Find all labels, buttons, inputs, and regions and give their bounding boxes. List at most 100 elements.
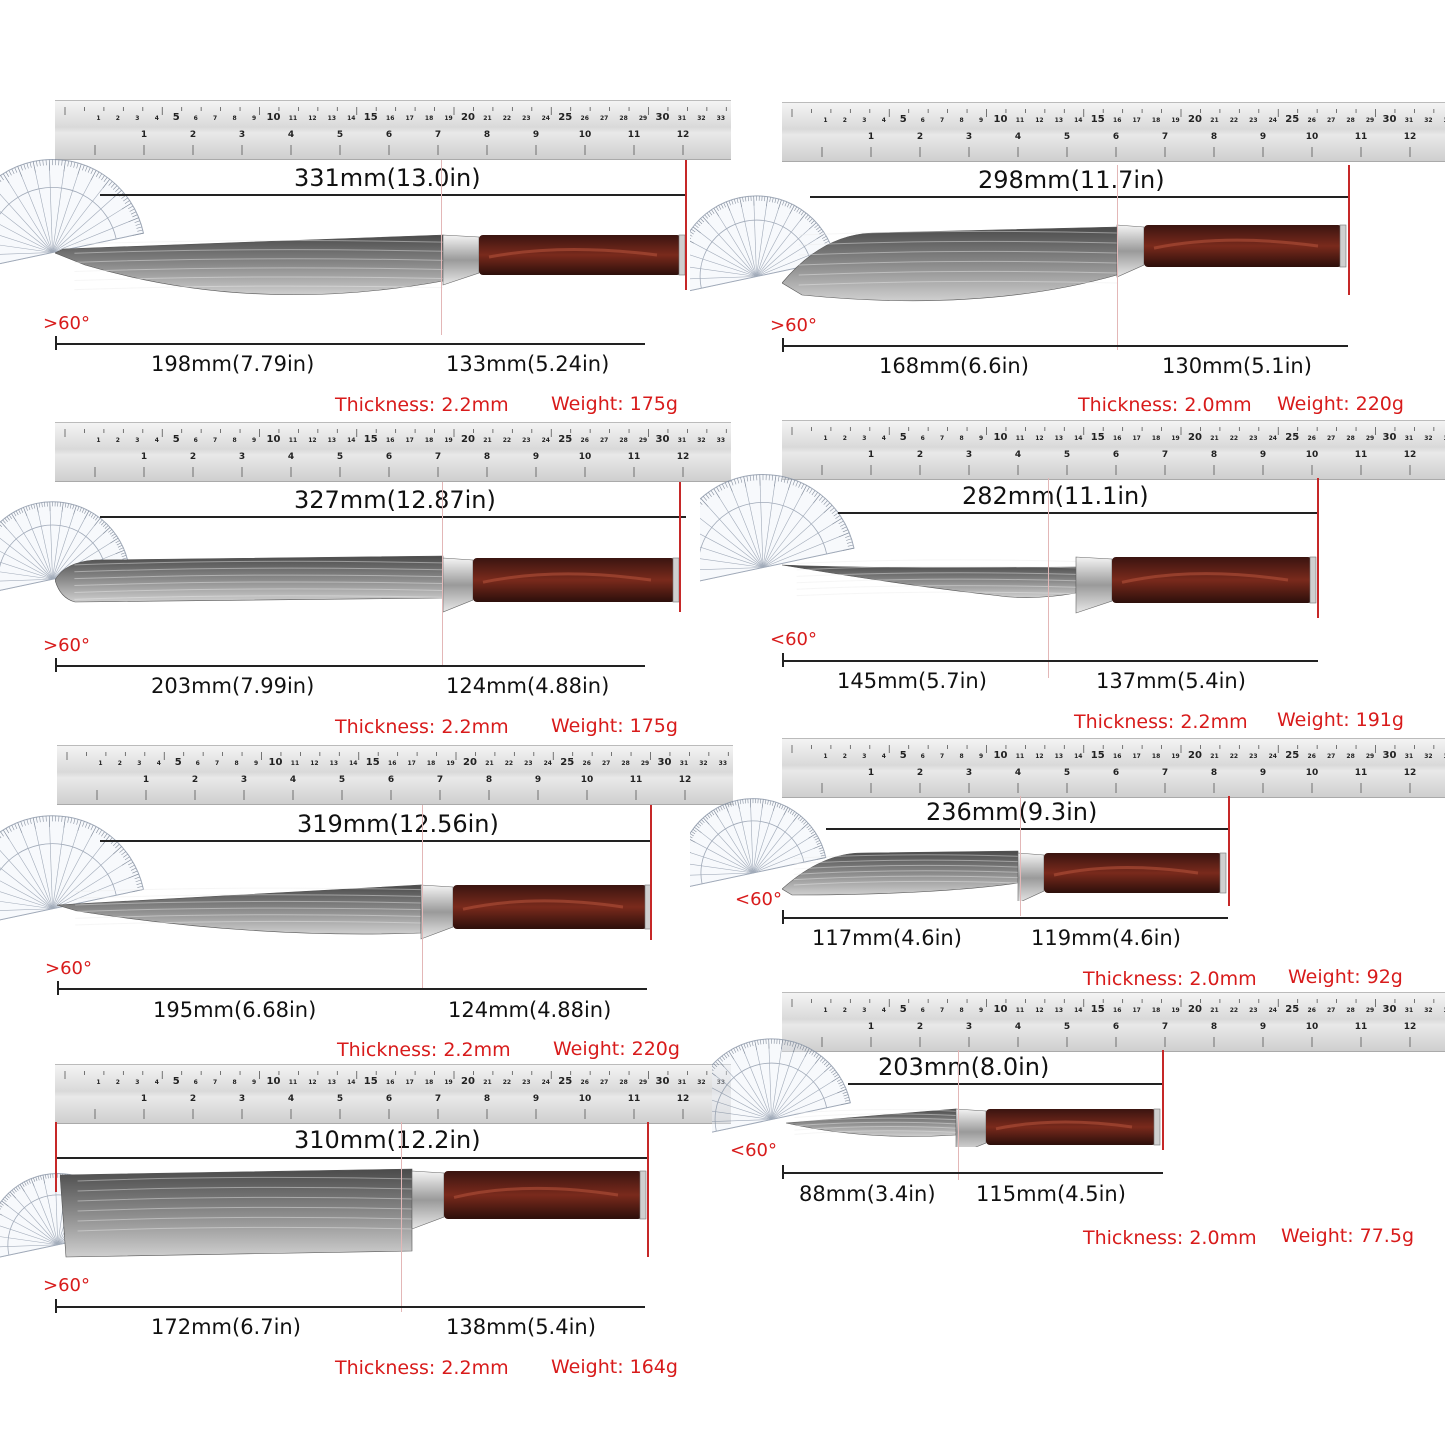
svg-text:30: 30 <box>1383 750 1397 761</box>
svg-text:23: 23 <box>524 760 532 767</box>
weight-label: Weight: 92g <box>1288 966 1403 988</box>
total-length-line <box>100 840 650 842</box>
svg-text:17: 17 <box>405 115 413 122</box>
svg-text:6: 6 <box>1113 768 1119 778</box>
svg-text:2: 2 <box>843 117 847 124</box>
weight-label: Weight: 191g <box>1277 709 1404 731</box>
svg-text:20: 20 <box>461 434 475 445</box>
svg-text:15: 15 <box>366 757 380 768</box>
svg-text:6: 6 <box>194 437 198 444</box>
svg-text:10: 10 <box>579 1094 592 1104</box>
svg-text:21: 21 <box>1210 1007 1218 1014</box>
segment-line <box>782 345 1348 347</box>
svg-text:18: 18 <box>1152 1007 1160 1014</box>
knife-icon <box>781 845 1228 905</box>
svg-text:29: 29 <box>1366 1007 1374 1014</box>
svg-text:4: 4 <box>288 1094 294 1104</box>
end-marker <box>650 805 652 940</box>
svg-text:4: 4 <box>1015 132 1021 142</box>
svg-text:28: 28 <box>1346 1007 1354 1014</box>
svg-text:9: 9 <box>252 1079 256 1086</box>
svg-text:3: 3 <box>135 1079 139 1086</box>
svg-text:4: 4 <box>155 437 159 444</box>
svg-text:10: 10 <box>994 1004 1008 1015</box>
bolster-marker <box>1020 796 1021 916</box>
total-length: 331mm(13.0in) <box>294 164 481 192</box>
svg-text:4: 4 <box>155 115 159 122</box>
segment-line <box>55 1306 645 1308</box>
svg-text:23: 23 <box>522 115 530 122</box>
segment-line <box>782 660 1318 662</box>
svg-text:16: 16 <box>386 1079 394 1086</box>
svg-text:21: 21 <box>1210 117 1218 124</box>
svg-text:3: 3 <box>241 775 247 785</box>
svg-text:4: 4 <box>1015 1022 1021 1032</box>
svg-text:29: 29 <box>639 1079 647 1086</box>
end-marker <box>647 1122 649 1257</box>
svg-text:19: 19 <box>1171 753 1179 760</box>
svg-text:18: 18 <box>1152 753 1160 760</box>
total-length: 327mm(12.87in) <box>294 486 496 514</box>
svg-text:31: 31 <box>1405 753 1413 760</box>
svg-text:7: 7 <box>940 1007 944 1014</box>
svg-text:16: 16 <box>1113 753 1121 760</box>
svg-text:9: 9 <box>979 1007 983 1014</box>
svg-text:11: 11 <box>289 437 297 444</box>
svg-text:11: 11 <box>1355 132 1368 142</box>
svg-text:4: 4 <box>882 117 886 124</box>
svg-text:10: 10 <box>1306 132 1319 142</box>
svg-text:12: 12 <box>1035 753 1043 760</box>
svg-text:25: 25 <box>1285 432 1299 443</box>
svg-text:31: 31 <box>1405 117 1413 124</box>
svg-text:6: 6 <box>196 760 200 767</box>
svg-text:32: 32 <box>699 760 707 767</box>
svg-text:27: 27 <box>600 1079 608 1086</box>
svg-text:23: 23 <box>1249 117 1257 124</box>
svg-text:32: 32 <box>1424 753 1432 760</box>
svg-text:2: 2 <box>917 450 923 460</box>
svg-text:10: 10 <box>994 750 1008 761</box>
svg-text:7: 7 <box>213 115 217 122</box>
svg-text:12: 12 <box>1404 132 1417 142</box>
svg-text:2: 2 <box>917 132 923 142</box>
svg-text:2: 2 <box>118 760 122 767</box>
svg-text:9: 9 <box>1260 1022 1266 1032</box>
svg-text:19: 19 <box>444 1079 452 1086</box>
weight-label: Weight: 164g <box>551 1356 678 1378</box>
svg-text:11: 11 <box>1016 435 1024 442</box>
thickness-label: Thickness: 2.2mm <box>335 716 509 738</box>
svg-text:10: 10 <box>267 1076 281 1087</box>
svg-text:16: 16 <box>386 115 394 122</box>
angle-label: >60° <box>43 635 90 656</box>
svg-text:26: 26 <box>583 760 591 767</box>
total-length: 298mm(11.7in) <box>978 166 1165 194</box>
svg-text:3: 3 <box>239 130 245 140</box>
svg-text:27: 27 <box>602 760 610 767</box>
svg-text:8: 8 <box>233 437 237 444</box>
svg-text:12: 12 <box>1404 450 1417 460</box>
svg-text:13: 13 <box>1055 1007 1063 1014</box>
svg-text:3: 3 <box>135 115 139 122</box>
svg-text:26: 26 <box>581 1079 589 1086</box>
svg-text:29: 29 <box>1366 753 1374 760</box>
svg-text:30: 30 <box>656 112 670 123</box>
handle-length: 138mm(5.4in) <box>446 1315 596 1339</box>
svg-text:1: 1 <box>868 768 874 778</box>
svg-text:13: 13 <box>1055 117 1063 124</box>
total-length: 236mm(9.3in) <box>926 798 1098 826</box>
svg-text:12: 12 <box>677 1094 690 1104</box>
total-length-line <box>810 196 1350 198</box>
weight-label: Weight: 175g <box>551 715 678 737</box>
svg-text:7: 7 <box>437 775 443 785</box>
svg-text:20: 20 <box>461 1076 475 1087</box>
svg-text:21: 21 <box>485 760 493 767</box>
bolster-marker <box>1117 165 1118 350</box>
svg-text:10: 10 <box>581 775 594 785</box>
total-length-line <box>100 194 686 196</box>
svg-text:12: 12 <box>308 1079 316 1086</box>
svg-text:8: 8 <box>233 115 237 122</box>
svg-text:10: 10 <box>579 130 592 140</box>
segment-tick <box>782 653 784 667</box>
